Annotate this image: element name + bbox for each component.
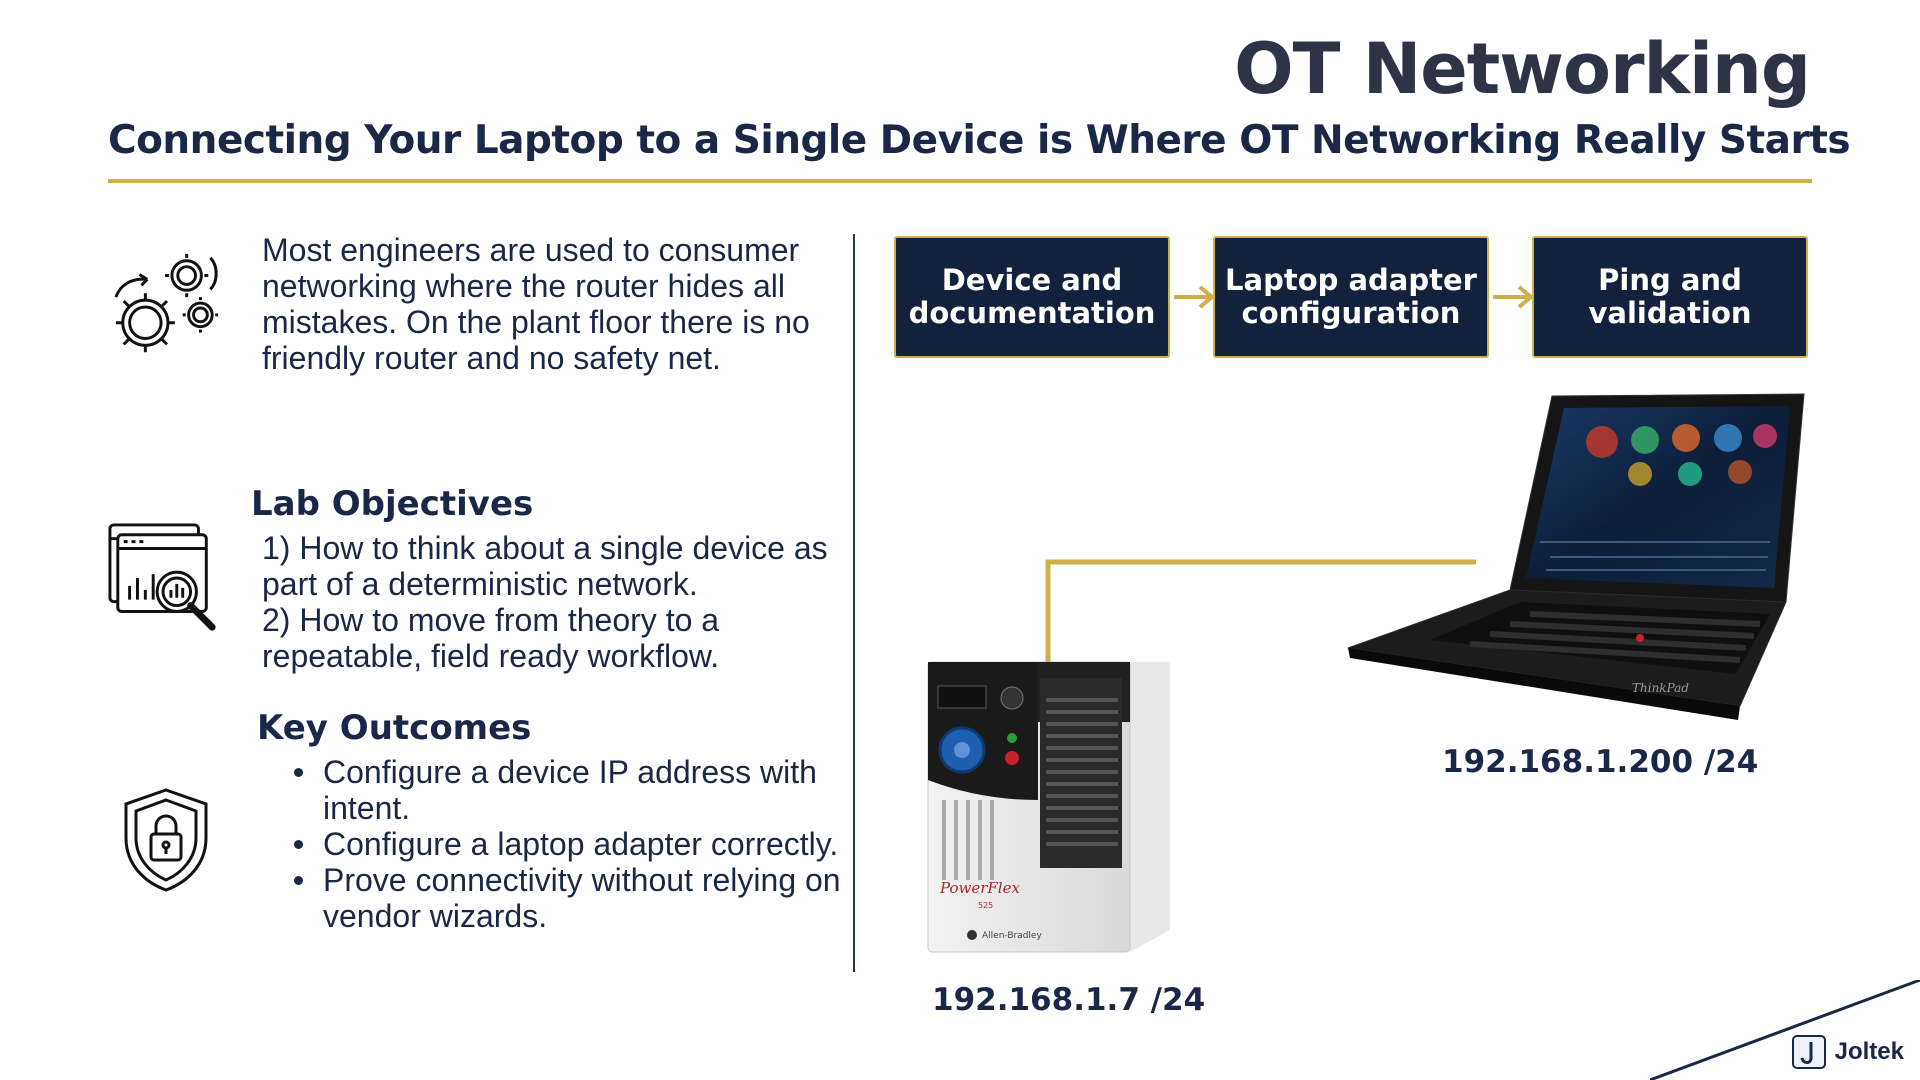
drive-brand-label: PowerFlex: [939, 879, 1020, 897]
joltek-logo-icon: [1791, 1035, 1826, 1069]
outcome-item-3: Prove connectivity without relying on ve…: [288, 862, 848, 934]
workflow-step-3: Ping and validation: [1532, 236, 1808, 358]
title-underline: [108, 179, 1812, 183]
brand-name: Joltek: [1834, 1038, 1904, 1065]
joltek-logo: Joltek: [1791, 1034, 1904, 1070]
intro-text: Most engineers are used to consumer netw…: [262, 232, 810, 376]
laptop-brand-label: ThinkPad: [1632, 681, 1689, 695]
objective-item-1: 1) How to think about a single device as…: [262, 530, 828, 602]
gears-icon: [108, 248, 226, 366]
analytics-search-icon: [106, 520, 224, 640]
objectives-list: 1) How to think about a single device as…: [262, 530, 852, 674]
objectives-heading: Lab Objectives: [251, 484, 534, 524]
workflow-step-2: Laptop adapter configuration: [1213, 236, 1489, 358]
shield-lock-icon: [118, 786, 214, 894]
outcome-item-1: Configure a device IP address with inten…: [288, 754, 848, 826]
workflow-step-1: Device and documentation: [894, 236, 1170, 358]
outcomes-heading: Key Outcomes: [257, 708, 532, 748]
laptop-image: ThinkPad: [1347, 393, 1805, 720]
outcomes-list: Configure a device IP address with inten…: [288, 754, 848, 934]
page-subtitle: Connecting Your Laptop to a Single Devic…: [108, 118, 1851, 163]
powerflex-drive-image: PowerFlex 525 Allen-Bradley: [927, 661, 1170, 953]
laptop-ip-label: 192.168.1.200 /24: [1442, 744, 1759, 780]
footer-accent-line: [1650, 980, 1920, 1080]
outcome-item-2: Configure a laptop adapter correctly.: [288, 826, 848, 862]
arrow-right-icon: [1174, 285, 1216, 309]
drive-model-label: 525: [978, 901, 993, 910]
page-title: OT Networking: [1234, 28, 1811, 110]
network-cable: [1045, 559, 1476, 664]
objective-item-2: 2) How to move from theory to a repeatab…: [262, 602, 720, 674]
column-divider: [853, 234, 855, 972]
arrow-right-icon: [1493, 285, 1535, 309]
drive-ip-label: 192.168.1.7 /24: [932, 982, 1206, 1018]
drive-maker-label: Allen-Bradley: [982, 931, 1042, 941]
